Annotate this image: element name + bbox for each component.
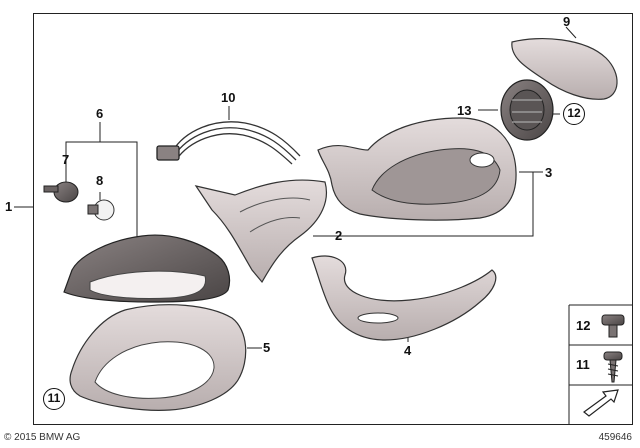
wiring-harness: [156, 121, 301, 165]
legend-panel: [568, 304, 633, 425]
grommet: [43, 181, 79, 203]
callout-1: 1: [5, 199, 13, 214]
mirror-glass: [511, 38, 618, 100]
callout-3: 3: [545, 165, 553, 180]
callout-9: 9: [563, 14, 571, 29]
trim-ring: [311, 255, 497, 341]
legend-label-12: 12: [576, 318, 591, 333]
turn-signal-lamp: [63, 234, 231, 303]
callout-13: 13: [457, 103, 472, 118]
mirror-cover: [69, 304, 247, 411]
mirror-housing: [317, 117, 517, 221]
mirror-bracket: [194, 179, 327, 284]
screw-12-icon: [601, 314, 625, 338]
arrow-icon: [583, 389, 619, 417]
callout-5: 5: [263, 340, 271, 355]
screw-11-icon: [603, 351, 623, 383]
callout-7: 7: [62, 152, 70, 167]
callout-11-circled: 11: [43, 388, 65, 410]
callout-4: 4: [404, 343, 412, 358]
callout-8: 8: [96, 173, 104, 188]
bulb: [87, 199, 115, 221]
mirror-actuator: [500, 79, 554, 141]
callout-10: 10: [221, 90, 236, 105]
legend-label-11: 11: [576, 357, 590, 372]
diagram-frame: [33, 13, 633, 425]
callout-6: 6: [96, 106, 104, 121]
diagram-number: 459646: [598, 432, 632, 443]
callout-2: 2: [335, 228, 343, 243]
copyright-text: © 2015 BMW AG: [4, 432, 81, 443]
callout-12-circled: 12: [563, 103, 585, 125]
